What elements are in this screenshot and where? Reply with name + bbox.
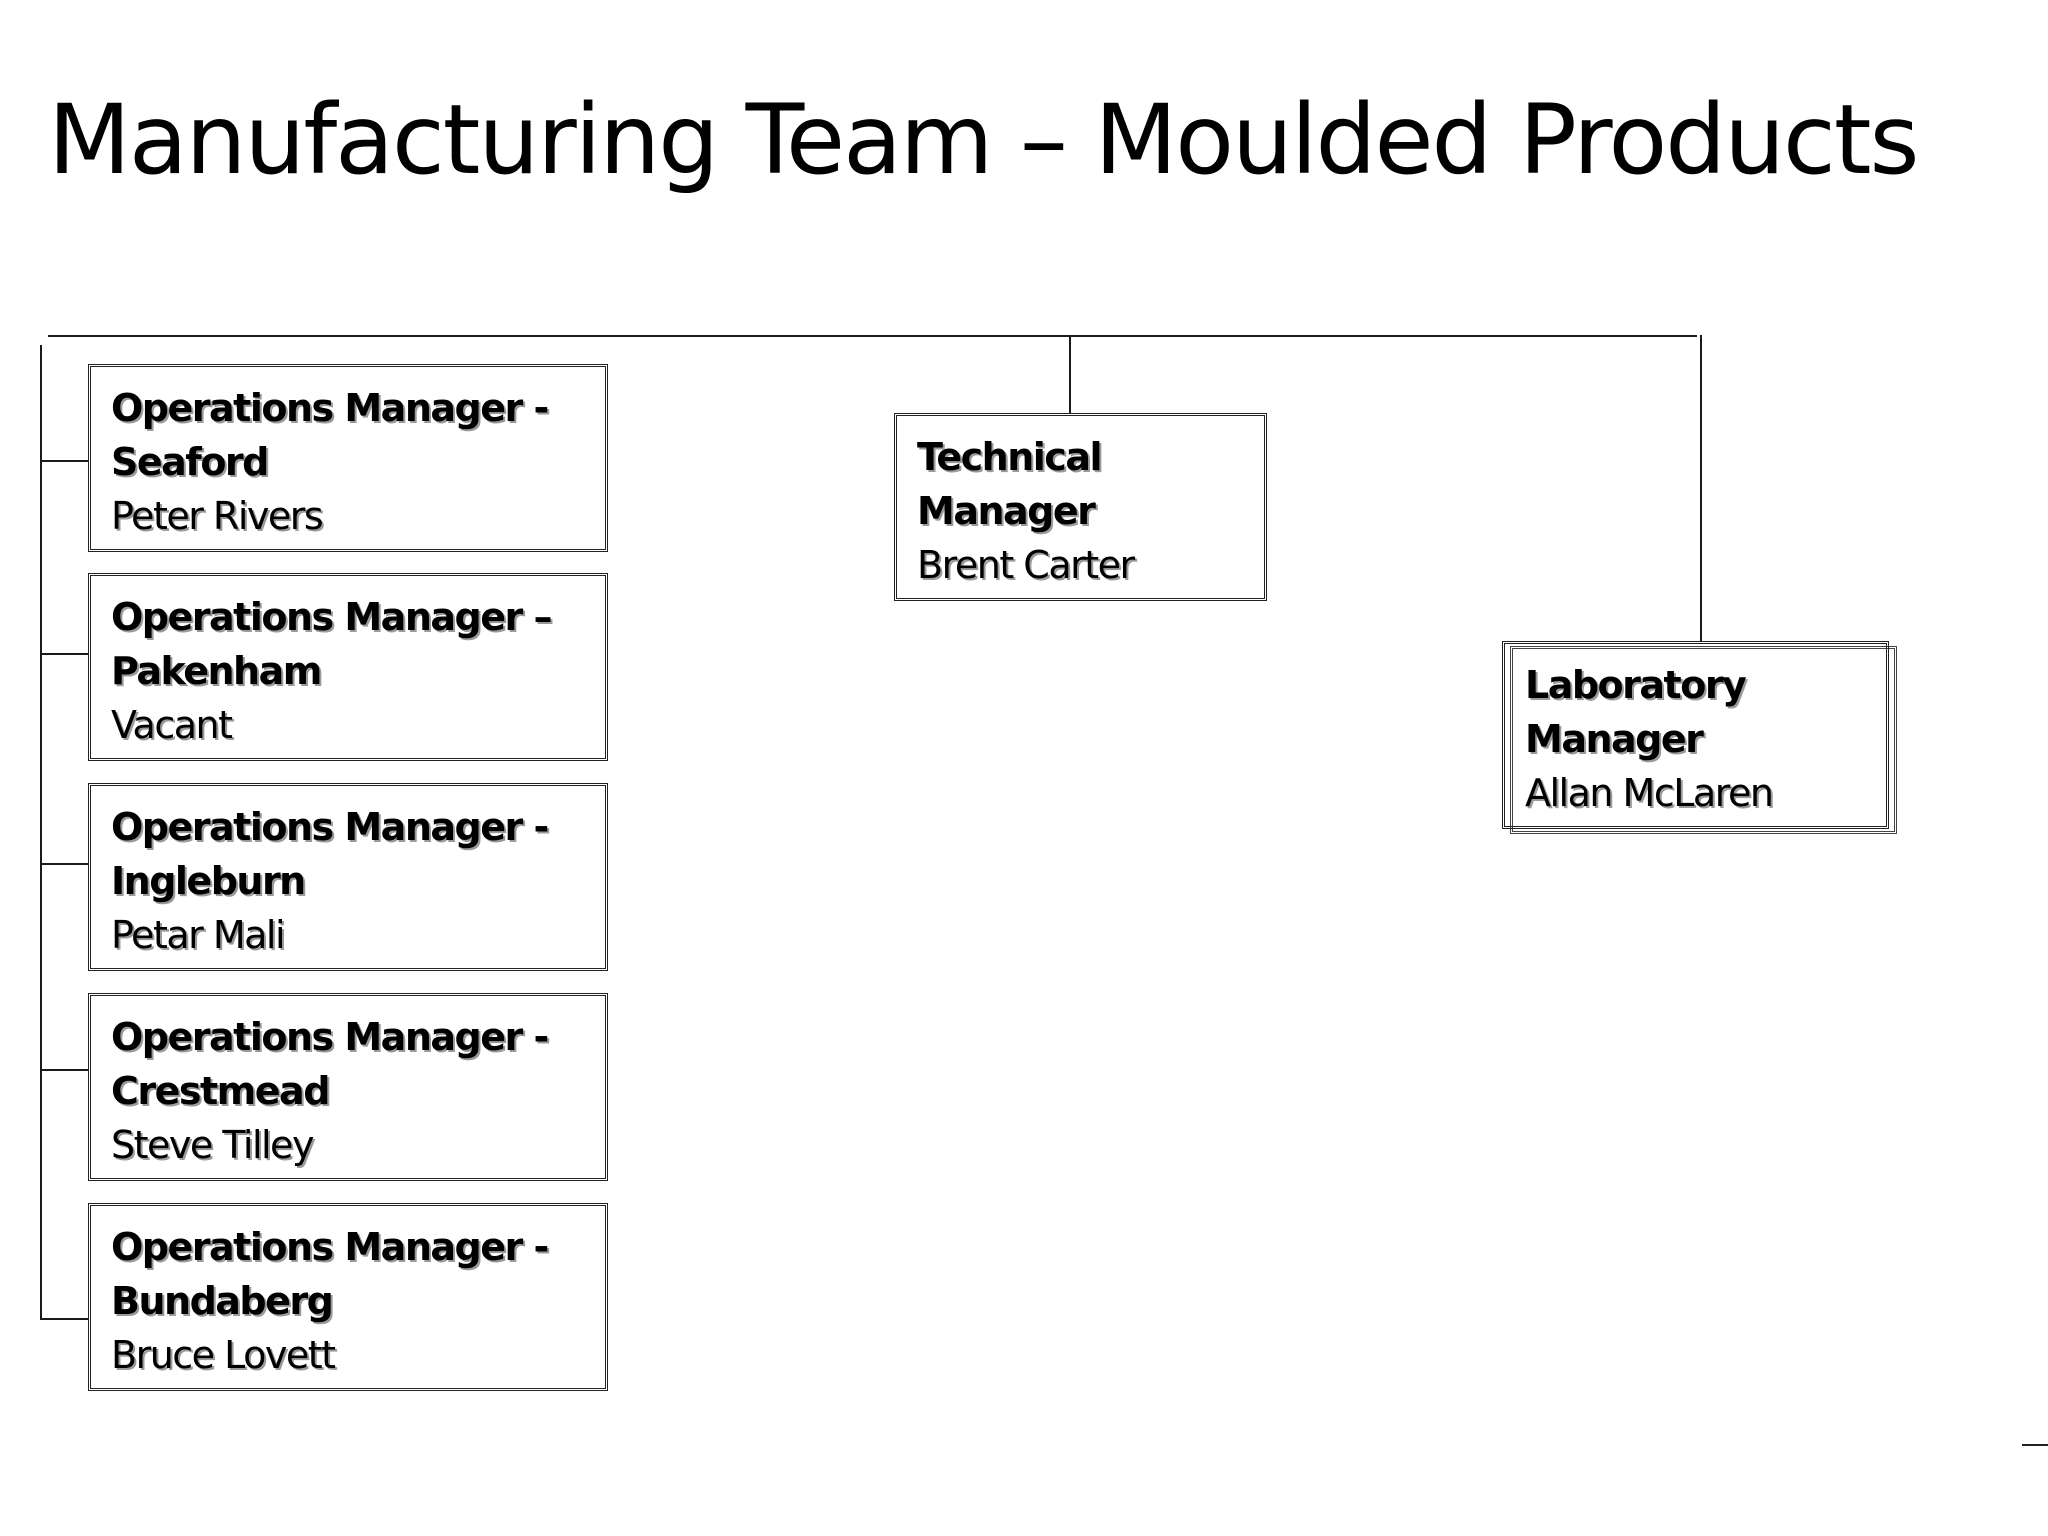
org-box-ingleburn: Operations Manager - Ingleburn Petar Mal… — [88, 783, 608, 971]
org-box-seaford: Operations Manager - Seaford Peter River… — [88, 364, 608, 552]
org-box-technical-manager: Technical Manager Brent Carter — [894, 413, 1267, 601]
org-box-crestmead: Operations Manager - Crestmead Steve Til… — [88, 993, 608, 1181]
person-name: Brent Carter — [917, 543, 1135, 587]
left-vertical-connector — [40, 345, 42, 1320]
role-label: Operations Manager - Bundaberg — [111, 1225, 549, 1323]
person-name: Vacant — [111, 703, 233, 747]
org-box-laboratory-manager-shadow — [1510, 646, 1897, 834]
person-name: Allan McLaren — [1525, 771, 1774, 815]
person-name: Bruce Lovett — [111, 1333, 336, 1377]
edge-tick-mark — [2022, 1444, 2048, 1446]
role-label: Operations Manager – Pakenham — [111, 595, 552, 693]
org-box-laboratory-manager: Laboratory Manager Allan McLaren — [1502, 641, 1889, 829]
technical-drop-line — [1069, 335, 1071, 413]
role-label: Operations Manager - Ingleburn — [111, 805, 549, 903]
role-label: Operations Manager - Crestmead — [111, 1015, 549, 1113]
top-connector-line — [48, 335, 1697, 337]
branch-bundaberg — [40, 1318, 90, 1320]
branch-ingleburn — [40, 863, 90, 865]
laboratory-drop-line — [1700, 335, 1702, 641]
role-label: Laboratory Manager — [1525, 663, 1747, 761]
person-name: Peter Rivers — [111, 494, 324, 538]
branch-pakenham — [40, 653, 90, 655]
branch-crestmead — [40, 1069, 90, 1071]
org-box-bundaberg: Operations Manager - Bundaberg Bruce Lov… — [88, 1203, 608, 1391]
person-name: Petar Mali — [111, 913, 286, 957]
person-name: Steve Tilley — [111, 1123, 314, 1167]
role-label: Operations Manager - Seaford — [111, 386, 549, 484]
page-title: Manufacturing Team – Moulded Products — [48, 84, 1919, 196]
branch-seaford — [40, 460, 90, 462]
role-label: Technical Manager — [917, 435, 1103, 533]
org-box-pakenham: Operations Manager – Pakenham Vacant — [88, 573, 608, 761]
